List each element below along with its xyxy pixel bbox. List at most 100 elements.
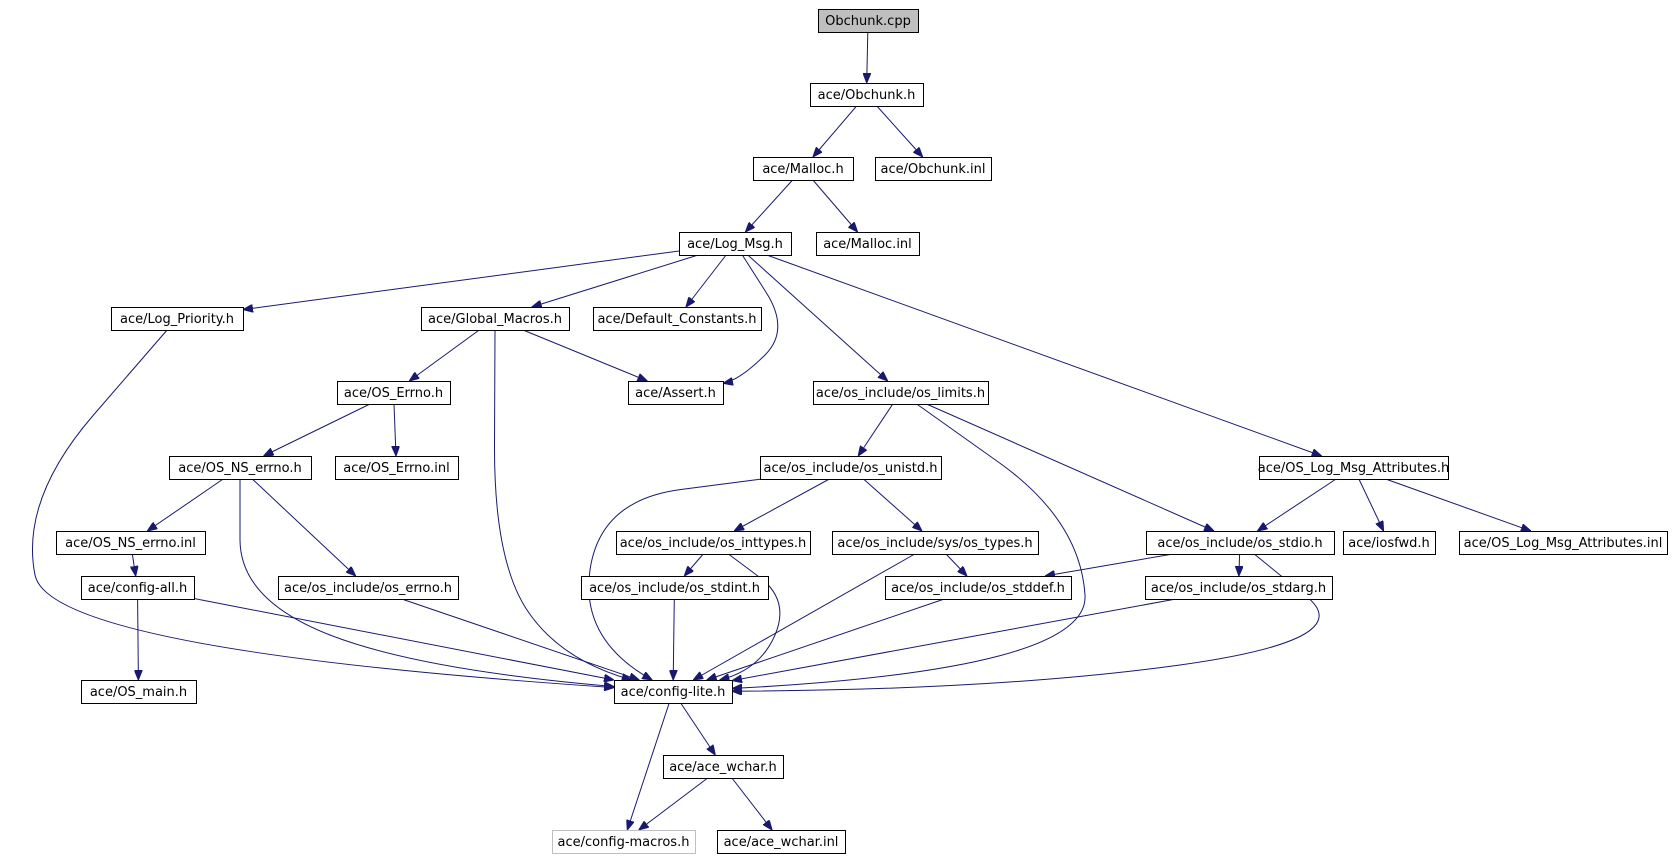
edge-os_unistd_h-to-os_inttypes_h: [734, 478, 830, 531]
edge-os_log_msg_attr_h-to-os_stdio_h: [1257, 478, 1337, 531]
node-os-main-h[interactable]: ace/OS_main.h: [81, 680, 197, 704]
node-label: ace/Obchunk.h: [818, 88, 916, 103]
node-config-all-h[interactable]: ace/config-all.h: [81, 576, 195, 600]
node-os-limits-h[interactable]: ace/os_include/os_limits.h: [813, 381, 989, 405]
node-box: [56, 531, 206, 555]
node-os-stddef-h[interactable]: ace/os_include/os_stddef.h: [885, 576, 1072, 600]
edge-config_all_h-to-os_main_h: [138, 598, 139, 680]
edge-os_limits_h-to-os_stdio_h: [926, 403, 1215, 531]
edge-config_lite_h-to-ace_wchar_h: [680, 702, 716, 755]
node-box: [278, 576, 459, 600]
edge-os_stdio_h-to-os_stdarg_h: [1239, 553, 1240, 576]
node-box: [663, 755, 784, 779]
node-os-stdarg-h[interactable]: ace/os_include/os_stdarg.h: [1145, 576, 1333, 600]
node-os-errno-inl[interactable]: ace/OS_Errno.inl: [335, 456, 459, 480]
edge-os_limits_h-to-config_lite_h: [732, 403, 1086, 689]
node-obchunk-inl[interactable]: ace/Obchunk.inl: [875, 157, 992, 181]
node-box: [813, 381, 989, 405]
node-label: ace/os_include/os_errno.h: [284, 581, 452, 596]
node-label: ace/Malloc.inl: [823, 237, 912, 252]
node-label: ace/Log_Msg.h: [687, 237, 783, 252]
node-os-ns-errno-h[interactable]: ace/OS_NS_errno.h: [169, 456, 312, 480]
edge-os_stddef_h-to-config_lite_h: [707, 598, 945, 680]
node-sys-os-types-h[interactable]: ace/os_include/sys/os_types.h: [832, 531, 1039, 555]
node-os-inttypes-h[interactable]: ace/os_include/os_inttypes.h: [616, 531, 811, 555]
node-label: ace/OS_NS_errno.h: [178, 461, 302, 476]
node-obchunk-h[interactable]: ace/Obchunk.h: [810, 83, 924, 107]
edge-os_log_msg_attr_h-to-iosfwd_h: [1358, 478, 1384, 531]
node-box: [832, 531, 1039, 555]
node-os-stdint-h[interactable]: ace/os_include/os_stdint.h: [581, 576, 769, 600]
edges-layer: [32, 31, 1531, 830]
node-label: ace/Log_Priority.h: [120, 312, 234, 327]
node-box: [421, 307, 570, 331]
node-label: ace/OS_Errno.h: [344, 386, 443, 401]
node-label: ace/OS_main.h: [90, 685, 187, 700]
node-box: [628, 381, 724, 405]
node-os-log-msg-attr-inl[interactable]: ace/OS_Log_Msg_Attributes.inl: [1459, 531, 1668, 555]
node-label: ace/OS_Log_Msg_Attributes.inl: [1464, 536, 1663, 551]
node-default-constants-h[interactable]: ace/Default_Constants.h: [593, 307, 762, 331]
node-label: ace/iosfwd.h: [1348, 536, 1429, 551]
node-label: ace/OS_Errno.inl: [343, 461, 449, 476]
node-box: [337, 381, 451, 405]
node-label: ace/Malloc.h: [762, 162, 843, 177]
node-os-stdio-h[interactable]: ace/os_include/os_stdio.h: [1146, 531, 1335, 555]
node-config-lite-h[interactable]: ace/config-lite.h: [614, 680, 733, 704]
edge-ace_wchar_h-to-ace_wchar_inl: [731, 777, 772, 830]
edge-os_unistd_h-to-config_lite_h: [588, 478, 762, 680]
node-label: ace/os_include/os_stdio.h: [1157, 536, 1322, 551]
node-log-msg-h[interactable]: ace/Log_Msg.h: [679, 232, 792, 256]
edge-log_msg_h-to-log_priority_h: [243, 250, 680, 310]
edge-malloc_h-to-log_msg_h: [745, 179, 793, 232]
node-label: ace/Default_Constants.h: [597, 312, 756, 327]
node-config-macros-h[interactable]: ace/config-macros.h: [552, 830, 696, 854]
edge-log_msg_h-to-os_limits_h: [747, 254, 888, 381]
node-label: ace/config-macros.h: [558, 835, 690, 850]
node-box: [581, 576, 769, 600]
edge-os_log_msg_attr_h-to-os_log_msg_attr_inl: [1385, 478, 1531, 531]
edge-ace_wchar_h-to-config_macros_h: [639, 777, 709, 830]
node-os-include-errno-h[interactable]: ace/os_include/os_errno.h: [278, 576, 459, 600]
edge-os_inttypes_h-to-config_lite_h: [720, 553, 781, 680]
node-assert-h[interactable]: ace/Assert.h: [628, 381, 724, 405]
node-os-errno-h[interactable]: ace/OS_Errno.h: [337, 381, 451, 405]
node-label: ace/Obchunk.inl: [881, 162, 986, 177]
edge-config_all_h-to-config_lite_h: [193, 598, 614, 681]
node-ace-wchar-h[interactable]: ace/ace_wchar.h: [663, 755, 784, 779]
node-box: [169, 456, 312, 480]
node-box: [616, 531, 811, 555]
edge-os_errno_h-to-os_ns_errno_h: [264, 403, 371, 456]
node-label: ace/os_include/os_stdint.h: [589, 581, 760, 596]
node-box: [552, 830, 696, 854]
node-label: ace/Assert.h: [635, 386, 716, 401]
node-box: [81, 680, 197, 704]
node-box: [816, 232, 920, 256]
node-label: ace/os_include/os_stddef.h: [891, 581, 1065, 596]
edge-global_macros_h-to-config_lite_h: [493, 329, 631, 680]
node-label: ace/OS_Log_Msg_Attributes.h: [1258, 461, 1449, 476]
node-box: [111, 307, 244, 331]
node-os-unistd-h[interactable]: ace/os_include/os_unistd.h: [760, 456, 942, 480]
edge-os_errno_h-to-os_errno_inl: [394, 403, 396, 456]
node-obchunk-cpp[interactable]: Obchunk.cpp: [818, 9, 919, 33]
edge-log_msg_h-to-assert_h: [723, 254, 779, 383]
node-malloc-h[interactable]: ace/Malloc.h: [753, 157, 854, 181]
node-box: [1459, 531, 1668, 555]
node-box: [1146, 531, 1335, 555]
node-label: ace/ace_wchar.h: [669, 760, 777, 775]
node-os-log-msg-attr-h[interactable]: ace/OS_Log_Msg_Attributes.h: [1258, 456, 1449, 480]
edge-os_ns_errno_h-to-config_lite_h: [239, 479, 614, 687]
node-global-macros-h[interactable]: ace/Global_Macros.h: [421, 307, 570, 331]
node-ace-wchar-inl[interactable]: ace/ace_wchar.inl: [717, 830, 846, 854]
node-log-priority-h[interactable]: ace/Log_Priority.h: [111, 307, 244, 331]
edge-sys_os_types_h-to-os_stddef_h: [945, 553, 967, 576]
edge-os_stdio_h-to-os_stddef_h: [1045, 553, 1174, 576]
node-malloc-inl[interactable]: ace/Malloc.inl: [816, 232, 920, 256]
node-iosfwd-h[interactable]: ace/iosfwd.h: [1343, 531, 1436, 555]
edge-log_msg_h-to-global_macros_h: [532, 254, 699, 307]
node-os-ns-errno-inl[interactable]: ace/OS_NS_errno.inl: [56, 531, 206, 555]
edge-obchunk_cpp-to-obchunk_h: [867, 31, 868, 83]
edge-os_inttypes_h-to-os_stdint_h: [684, 553, 704, 576]
